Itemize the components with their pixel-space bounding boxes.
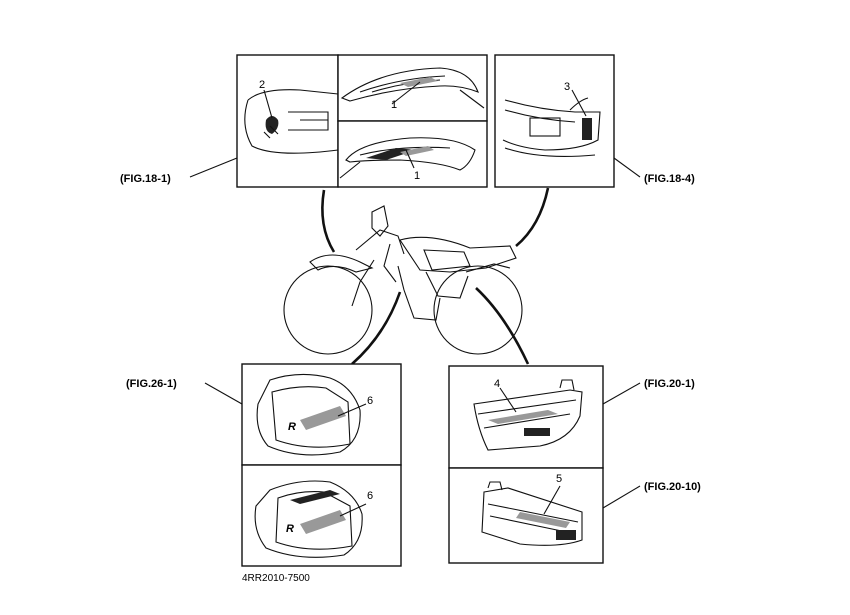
figure-label-fig18-4: (FIG.18-4) — [644, 173, 695, 185]
callout-4: 4 — [494, 378, 500, 390]
seat-tank — [399, 236, 517, 273]
svg-text:R: R — [286, 523, 294, 535]
callout-2: 2 — [259, 79, 265, 91]
callout-1-lower: 1 — [414, 170, 420, 182]
figure-label-fig20-10: (FIG.20-10) — [644, 481, 701, 493]
motorcycle-illustration — [283, 205, 523, 355]
panel-fig20 — [448, 365, 604, 564]
side-cover-decal-lower — [339, 137, 476, 179]
callout-6-upper: 6 — [367, 395, 373, 407]
rear-wheel — [433, 265, 523, 355]
panel-fig26-1: R R — [241, 363, 402, 567]
part-number: 4RR2010-7500 — [242, 573, 310, 584]
front-wheel — [283, 265, 373, 355]
callout-5: 5 — [556, 473, 562, 485]
figure-label-fig20-1: (FIG.20-1) — [644, 378, 695, 390]
callout-3: 3 — [564, 81, 570, 93]
rear-fender-decal — [502, 89, 601, 158]
tank-shroud-decal-upper: R — [256, 373, 367, 456]
fuel-tank-top-view — [244, 89, 339, 154]
front-fender — [309, 254, 374, 273]
panel-fig18-1 — [236, 54, 488, 188]
callout-6-lower: 6 — [367, 490, 373, 502]
leader-curves — [321, 187, 550, 365]
svg-text:R: R — [288, 421, 296, 433]
side-panel-decal-lower — [481, 481, 583, 546]
callout-1-upper: 1 — [391, 99, 397, 111]
figure-label-fig26-1: (FIG.26-1) — [126, 378, 177, 390]
side-panel-decal-upper — [473, 379, 583, 451]
side-cover-decal-upper — [340, 67, 485, 109]
label-leaders — [189, 157, 641, 509]
tank-shroud-decal-lower: R — [254, 480, 367, 558]
panel-fig18-4 — [494, 54, 615, 188]
figure-label-fig18-1: (FIG.18-1) — [120, 173, 171, 185]
